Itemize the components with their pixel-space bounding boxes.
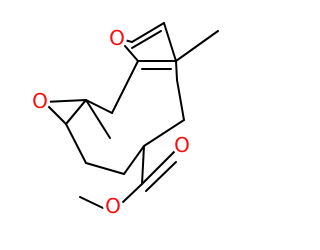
bond [163, 22, 177, 62]
bond [131, 22, 165, 43]
bond [124, 45, 139, 62]
bond [141, 145, 145, 185]
atom-label-ester-o: O [103, 194, 123, 218]
ester-group [79, 145, 181, 209]
oxygen-label: O [105, 194, 121, 218]
furan-ring [116, 22, 177, 70]
bond [145, 161, 177, 192]
bond [43, 99, 87, 103]
bond [65, 123, 87, 164]
atom-label-furan-o: O [107, 26, 127, 50]
bond [131, 30, 162, 49]
molecule-structure: O O O O [30, 22, 219, 218]
bond [143, 119, 185, 147]
bond [176, 79, 185, 121]
bond [79, 196, 104, 209]
oxygen-label: O [109, 26, 125, 50]
bond [175, 30, 219, 62]
epoxide-ring [43, 99, 87, 125]
bond [65, 99, 87, 125]
macrocycle-ring [65, 60, 185, 175]
atom-label-carbonyl-o: O [172, 133, 192, 157]
bond [122, 183, 143, 203]
bond [141, 145, 181, 185]
atom-label-epoxide-o: O [30, 89, 50, 113]
bond [85, 99, 113, 114]
bond [85, 99, 111, 139]
oxygen-label: O [32, 89, 48, 113]
bond [123, 145, 145, 175]
bond [85, 162, 125, 175]
bond [111, 60, 139, 114]
oxygen-label: O [174, 133, 190, 157]
bond [175, 60, 178, 81]
